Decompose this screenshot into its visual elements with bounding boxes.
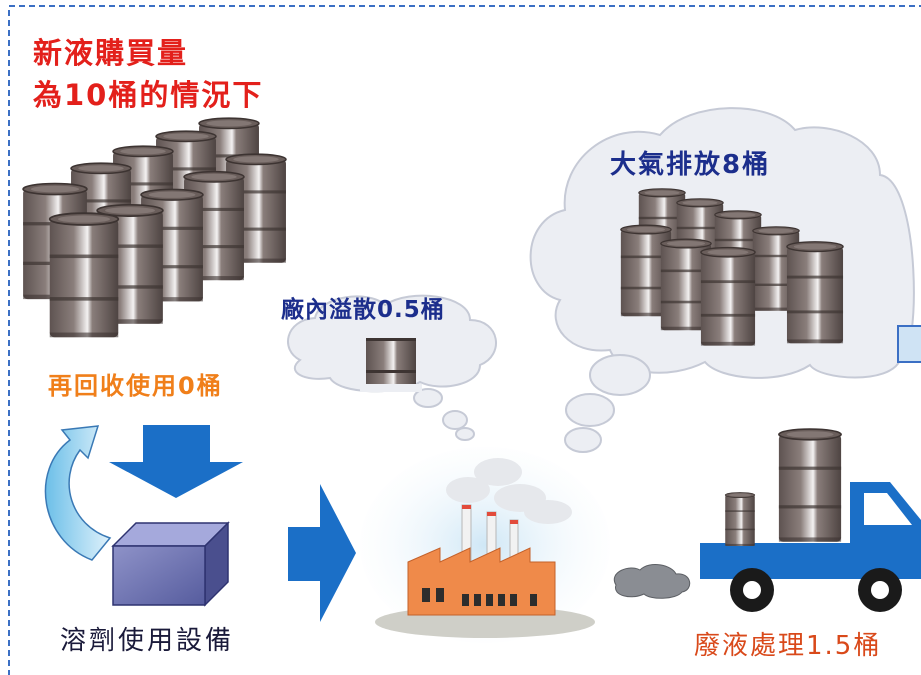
spill-barrel-icon [360, 338, 422, 392]
air-emission-label: 大氣排放8桶 [610, 150, 771, 180]
down-arrow-icon [109, 425, 243, 498]
right-arrow-icon [288, 484, 356, 622]
barrel-icon [48, 212, 120, 339]
barrel-icon [724, 492, 756, 547]
factory-icon [360, 447, 610, 643]
equipment-label: 溶劑使用設備 [60, 626, 235, 656]
barrel-icon [786, 241, 844, 345]
spill-label: 廠內溢散0.5桶 [281, 297, 445, 323]
truck-icon [700, 428, 921, 612]
barrel-icon [778, 428, 842, 543]
barrel-icon [700, 246, 756, 347]
purchase-label-line2: 為10桶的情況下 [33, 78, 264, 112]
exhaust-smoke-icon [613, 563, 691, 599]
edge-box [897, 325, 921, 363]
reuse-label: 再回收使用0桶 [48, 372, 223, 400]
purchase-barrel-stack [22, 117, 287, 339]
dashed-frame [8, 5, 921, 675]
equipment-box-icon [111, 521, 230, 607]
purchase-label-line1: 新液購買量 [33, 36, 189, 70]
recycle-arrow-icon [44, 425, 112, 561]
waste-treatment-label: 廢液處理1.5桶 [694, 631, 882, 661]
